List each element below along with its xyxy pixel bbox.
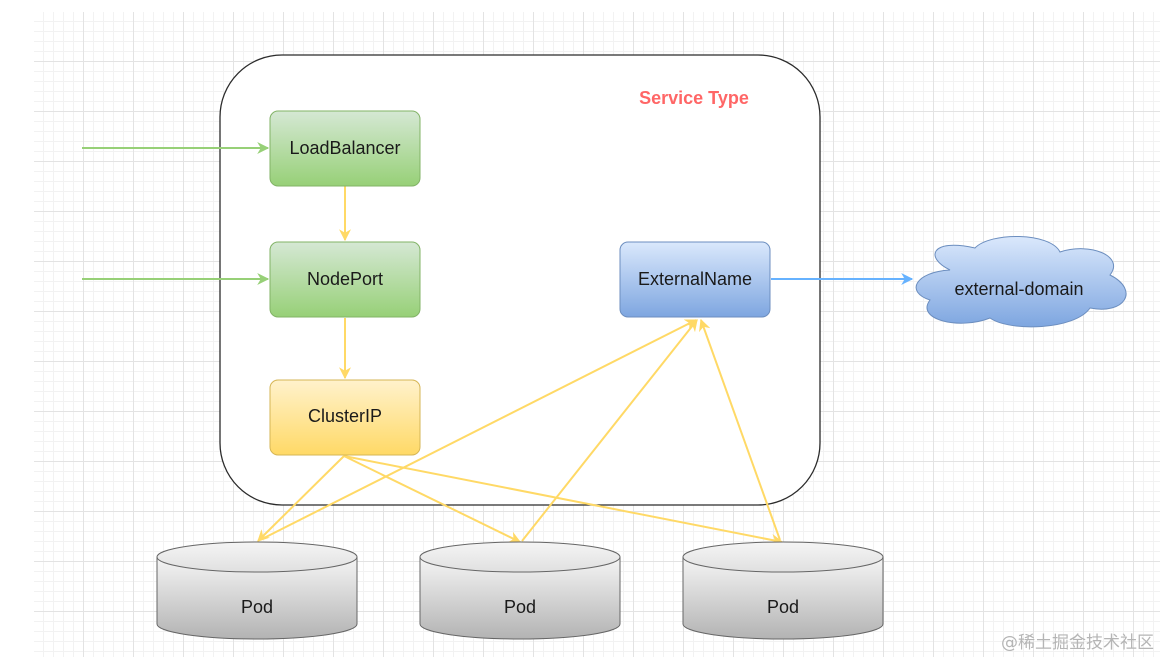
pod-3[interactable]: Pod (682, 541, 884, 640)
pod-1[interactable]: Pod (156, 541, 358, 640)
pod-3-label: Pod (767, 597, 799, 617)
arrow-pod-3-to-externalname (699, 318, 781, 541)
arrow-clusterip-to-pod-1 (257, 455, 345, 542)
arrow-clusterip-to-pod-2 (343, 455, 522, 543)
arrow-clusterip-to-pod-3 (343, 455, 784, 546)
externalname-node[interactable]: ExternalName (619, 241, 771, 318)
arrow-pod-1-to-externalname (261, 319, 698, 540)
loadbalancer-node[interactable]: LoadBalancer (269, 110, 421, 187)
nodeport-node[interactable]: NodePort (269, 241, 421, 318)
externalname-label: ExternalName (638, 269, 752, 289)
pod-1-label: Pod (241, 597, 273, 617)
nodeport-label: NodePort (307, 269, 383, 289)
external-domain-label: external-domain (954, 279, 1083, 299)
loadbalancer-label: LoadBalancer (289, 138, 400, 158)
watermark: @稀土掘金技术社区 (1001, 633, 1154, 653)
service-type-title: Service Type (639, 88, 749, 108)
external-domain-cloud[interactable]: external-domain (915, 235, 1127, 328)
pod-2-label: Pod (504, 597, 536, 617)
pod-2[interactable]: Pod (419, 541, 621, 640)
arrow-pod-2-to-externalname (521, 319, 698, 542)
clusterip-node[interactable]: ClusterIP (269, 379, 421, 456)
clusterip-label: ClusterIP (308, 406, 382, 426)
